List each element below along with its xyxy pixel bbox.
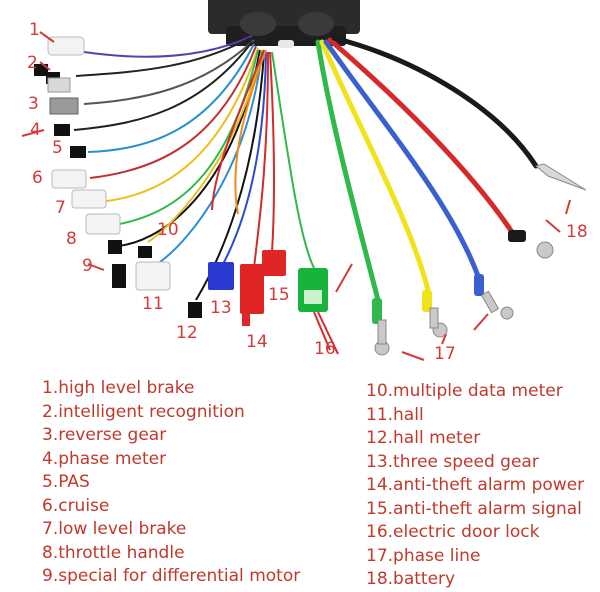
- callout-8: 8: [66, 229, 77, 249]
- legend-item-7: 7.low level brake: [42, 519, 187, 539]
- legend-item-17: 17.phase line: [366, 545, 481, 566]
- terminals: [372, 163, 587, 356]
- legend-item-18: 18.battery: [366, 569, 456, 589]
- legend-item-14: 14.anti-theft alarm power: [366, 475, 585, 495]
- connectors: [34, 36, 339, 355]
- legend-item-15: 15.anti-theft alarm signal: [366, 498, 582, 519]
- callout-13: 13: [210, 298, 232, 318]
- legend-item-2: 2.intelligent recognition: [42, 401, 245, 422]
- legend-left: 1.high level brake 2.intelligent recogni…: [42, 377, 300, 589]
- callout-5: 5: [52, 138, 63, 158]
- legend-item-16: 16.electric door lock: [366, 522, 540, 542]
- callout-3: 3: [28, 94, 39, 114]
- callout-15: 15: [268, 285, 290, 305]
- legend-item-8: 8.throttle handle: [42, 542, 185, 563]
- legend-item-6: 6.cruise: [42, 495, 110, 516]
- legend-item-1: 1.high level brake: [42, 378, 195, 398]
- wiring-diagram: [21, 0, 587, 361]
- callout-16: 16: [314, 339, 336, 359]
- legend-right: 10.multiple data meter 11.hall 12.hall m…: [366, 380, 584, 592]
- callout-12: 12: [176, 323, 198, 343]
- legend-item-9: 9.special for differential motor: [42, 566, 301, 586]
- callout-6: 6: [32, 168, 43, 188]
- callout-1: 1: [29, 20, 40, 40]
- callout-17: 17: [434, 344, 456, 364]
- callout-9: 9: [82, 256, 93, 276]
- legend-item-12: 12.hall meter: [366, 428, 481, 448]
- legend-item-10: 10.multiple data meter: [366, 381, 563, 401]
- legend-item-4: 4.phase meter: [42, 448, 167, 469]
- callout-10: 10: [157, 220, 179, 240]
- callout-11: 11: [142, 294, 164, 314]
- pointer-arrows: [21, 31, 571, 361]
- callout-2: 2: [27, 53, 38, 73]
- legend-item-13: 13.three speed gear: [366, 451, 539, 472]
- callout-4: 4: [30, 120, 41, 140]
- callout-18: 18: [566, 222, 588, 242]
- callout-7: 7: [55, 198, 66, 218]
- phase-wires: [315, 35, 539, 303]
- signal-wires: [73, 35, 315, 301]
- legend-item-5: 5.PAS: [42, 472, 90, 492]
- callout-14: 14: [246, 332, 268, 352]
- legend-item-11: 11.hall: [366, 404, 424, 425]
- legend-item-3: 3.reverse gear: [42, 425, 167, 445]
